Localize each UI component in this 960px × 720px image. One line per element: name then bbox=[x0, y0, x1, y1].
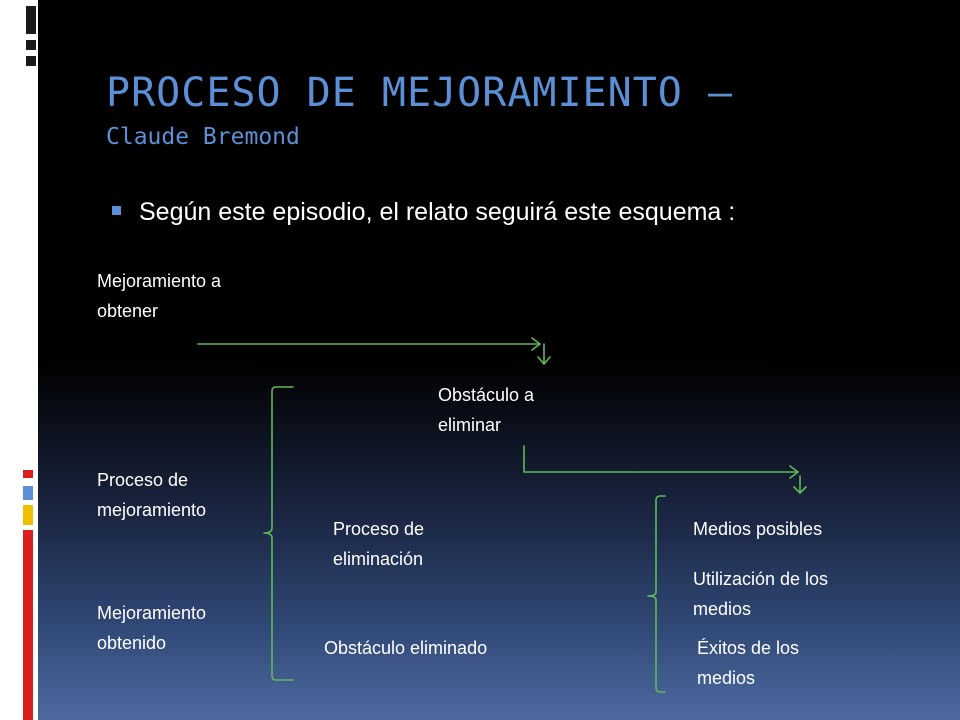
bullet-square-icon bbox=[112, 205, 121, 215]
decor-bar-blue bbox=[23, 486, 33, 500]
label-obstaculo-a-eliminar: Obstáculo a eliminar bbox=[438, 385, 535, 435]
label-medios-posibles: Medios posibles bbox=[693, 519, 823, 539]
decor-bar-red-top bbox=[23, 470, 33, 478]
label-proceso-de-eliminacion: Proceso de eliminación bbox=[333, 519, 425, 569]
label-exitos-de-los-medios: Éxitos de los medios bbox=[697, 638, 800, 688]
bullet-point: Según este episodio, el relato seguirá e… bbox=[112, 198, 735, 227]
decor-square-top-1 bbox=[26, 6, 36, 34]
arrow-obtener-to-obstaculo bbox=[197, 337, 551, 365]
title-main: PROCESO DE MEJORAMIENTO – bbox=[106, 70, 734, 116]
bullet-text: Según este episodio, el relato seguirá e… bbox=[139, 198, 736, 226]
label-mejoramiento-obtenido: Mejoramiento obtenido bbox=[97, 603, 207, 653]
label-mejoramiento-a-obtener: Mejoramiento a obtener bbox=[97, 271, 222, 321]
label-obstaculo-eliminado: Obstáculo eliminado bbox=[324, 638, 488, 658]
decor-square-top-2 bbox=[26, 40, 36, 50]
label-proceso-de-mejoramiento: Proceso de mejoramiento bbox=[97, 470, 207, 520]
decor-bar-red-bottom bbox=[23, 530, 33, 720]
title-subtitle: Claude Bremond bbox=[106, 124, 300, 150]
arrow-obstaculo-to-medios bbox=[523, 445, 807, 494]
brace-medios bbox=[647, 495, 666, 693]
decor-bar-yellow bbox=[23, 505, 33, 525]
label-utilizacion-de-los-medios: Utilización de los medios bbox=[693, 569, 829, 619]
slide-title: PROCESO DE MEJORAMIENTO – Claude Bremond bbox=[106, 70, 926, 150]
decor-square-top-3 bbox=[26, 56, 36, 66]
brace-proceso-mejoramiento bbox=[263, 386, 294, 681]
